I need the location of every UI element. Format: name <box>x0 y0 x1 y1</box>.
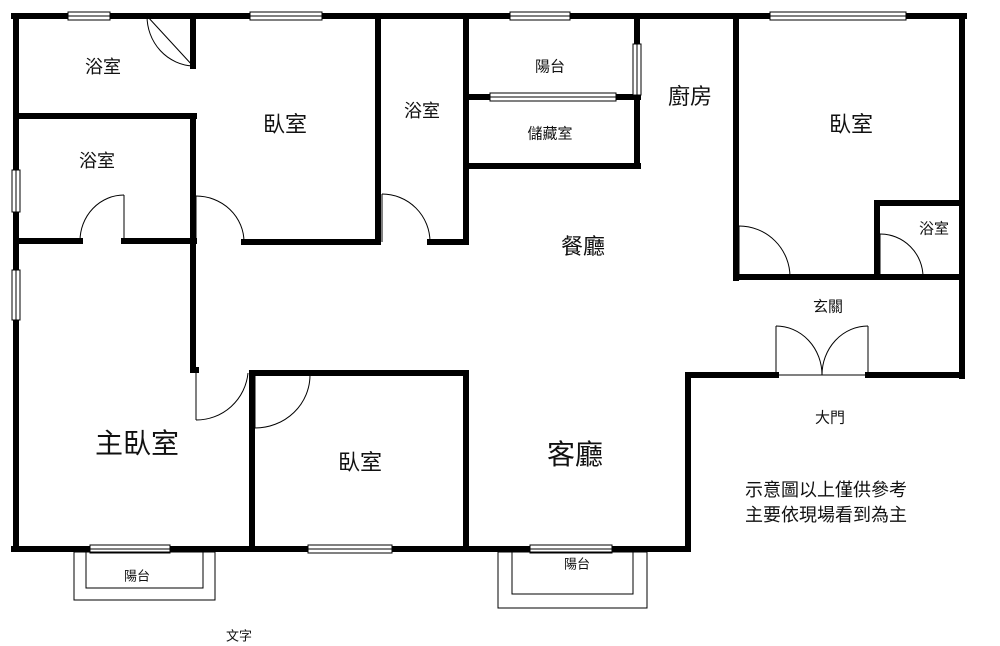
balconies <box>73 551 648 609</box>
room-label-bedroom-bottom: 臥室 <box>337 451 383 476</box>
room-label-main-door: 大門 <box>814 408 846 427</box>
room-label-master-bedroom: 主臥室 <box>94 427 180 460</box>
room-label-storage: 儲藏室 <box>527 124 573 143</box>
room-label-balcony-bottom-left: 陽台 <box>123 569 151 585</box>
room-label-bath-center: 浴室 <box>404 101 440 122</box>
room-label-bath-mid-left: 浴室 <box>79 151 115 172</box>
disclaimer-line-2: 主要依現場看到為主 <box>745 505 907 526</box>
room-label-bath-right: 浴室 <box>918 219 950 238</box>
caption-text: 文字 <box>225 629 253 645</box>
room-label-foyer: 玄關 <box>812 297 844 316</box>
room-label-balcony-top: 陽台 <box>534 57 566 76</box>
walls <box>11 13 967 552</box>
disclaimer-line-1: 示意圖以上僅供參考 <box>745 480 907 501</box>
room-label-bath-top-left: 浴室 <box>85 57 121 78</box>
room-label-balcony-bottom-mid: 陽台 <box>563 557 591 573</box>
windows <box>11 11 907 554</box>
room-label-dining: 餐廳 <box>560 235 606 260</box>
room-label-living-room: 客廳 <box>546 438 604 471</box>
disclaimer-note: 示意圖以上僅供參考 主要依現場看到為主 <box>745 478 907 528</box>
doors <box>79 15 924 429</box>
room-label-bedroom-top: 臥室 <box>262 113 308 138</box>
room-label-bedroom-right: 臥室 <box>828 113 874 138</box>
room-label-kitchen: 廚房 <box>667 85 713 110</box>
